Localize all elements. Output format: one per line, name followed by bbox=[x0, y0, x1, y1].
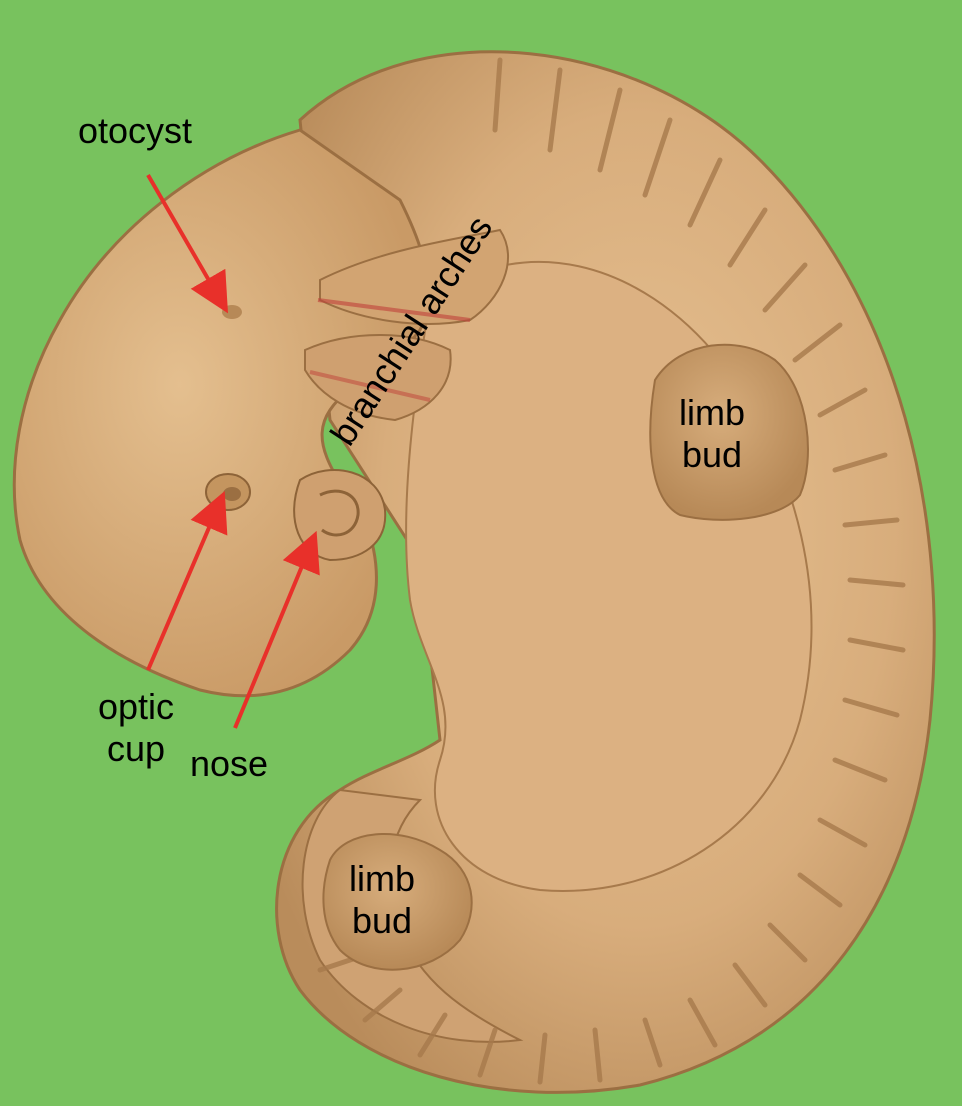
optic-cup-label-line2: cup bbox=[106, 728, 166, 769]
optic-cup bbox=[205, 473, 251, 511]
optic-cup-label-line1: optic bbox=[97, 686, 175, 727]
upper-limb-bud-label-line2: bud bbox=[681, 434, 743, 475]
lower-limb-bud-label-line1: limb bbox=[348, 858, 415, 899]
branchial-arch-folds bbox=[304, 228, 510, 422]
otocyst-arrow bbox=[146, 173, 229, 314]
optic-cup-label: optic cup bbox=[86, 686, 186, 770]
otocyst-dimple bbox=[222, 305, 242, 319]
upper-limb-bud-label-line1: limb bbox=[678, 392, 745, 433]
optic-cup-arrow bbox=[146, 490, 228, 671]
lower-limb-bud-label-line2: bud bbox=[351, 900, 413, 941]
nose-arrow bbox=[233, 530, 320, 729]
nose-label: nose bbox=[190, 743, 269, 784]
lower-limb-bud-label: limb bud bbox=[330, 858, 434, 942]
somite-ridges bbox=[317, 57, 906, 1085]
upper-limb-bud-label: limb bud bbox=[660, 392, 764, 476]
otocyst-label: otocyst bbox=[78, 110, 193, 151]
lower-limb-bud bbox=[322, 833, 473, 971]
nasal-pit bbox=[293, 469, 387, 562]
upper-limb-bud bbox=[649, 343, 809, 521]
